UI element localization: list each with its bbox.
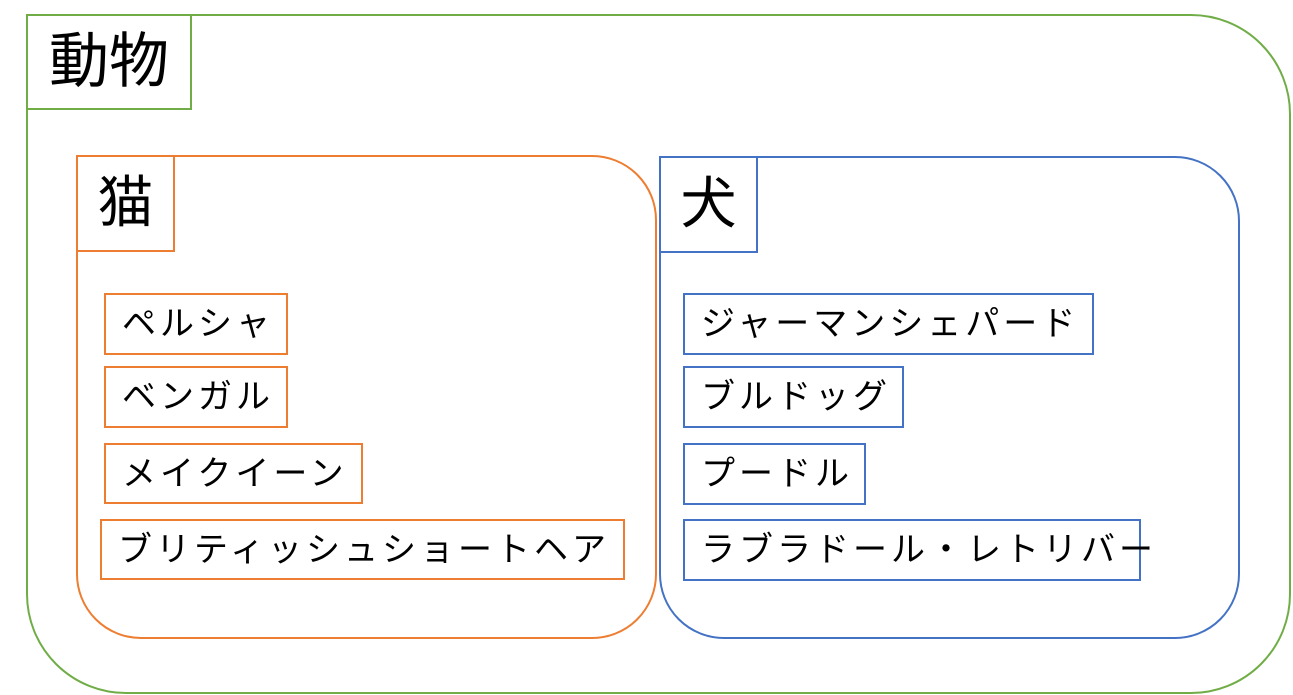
dog-item-labrador-retriever: ラブラドール・レトリバー xyxy=(683,519,1153,581)
cat-item-persian: ペルシャ xyxy=(104,293,288,355)
cat-item-british-shorthair: ブリティッシュショートヘア xyxy=(100,519,625,580)
animals-container xyxy=(26,14,1291,694)
cat-item-maine-coon: メイクイーン xyxy=(104,443,363,504)
animals-label: 動物 xyxy=(26,14,192,110)
dogs-container xyxy=(659,156,1240,639)
cats-label: 猫 xyxy=(76,155,175,252)
dog-item-bulldog: ブルドッグ xyxy=(683,366,904,428)
dog-item-german-shepherd: ジャーマンシェパード xyxy=(683,293,1094,355)
dogs-label: 犬 xyxy=(659,156,758,253)
dog-item-poodle: プードル xyxy=(683,443,866,505)
cat-item-bengal: ベンガル xyxy=(104,366,288,428)
cats-container xyxy=(76,155,657,639)
